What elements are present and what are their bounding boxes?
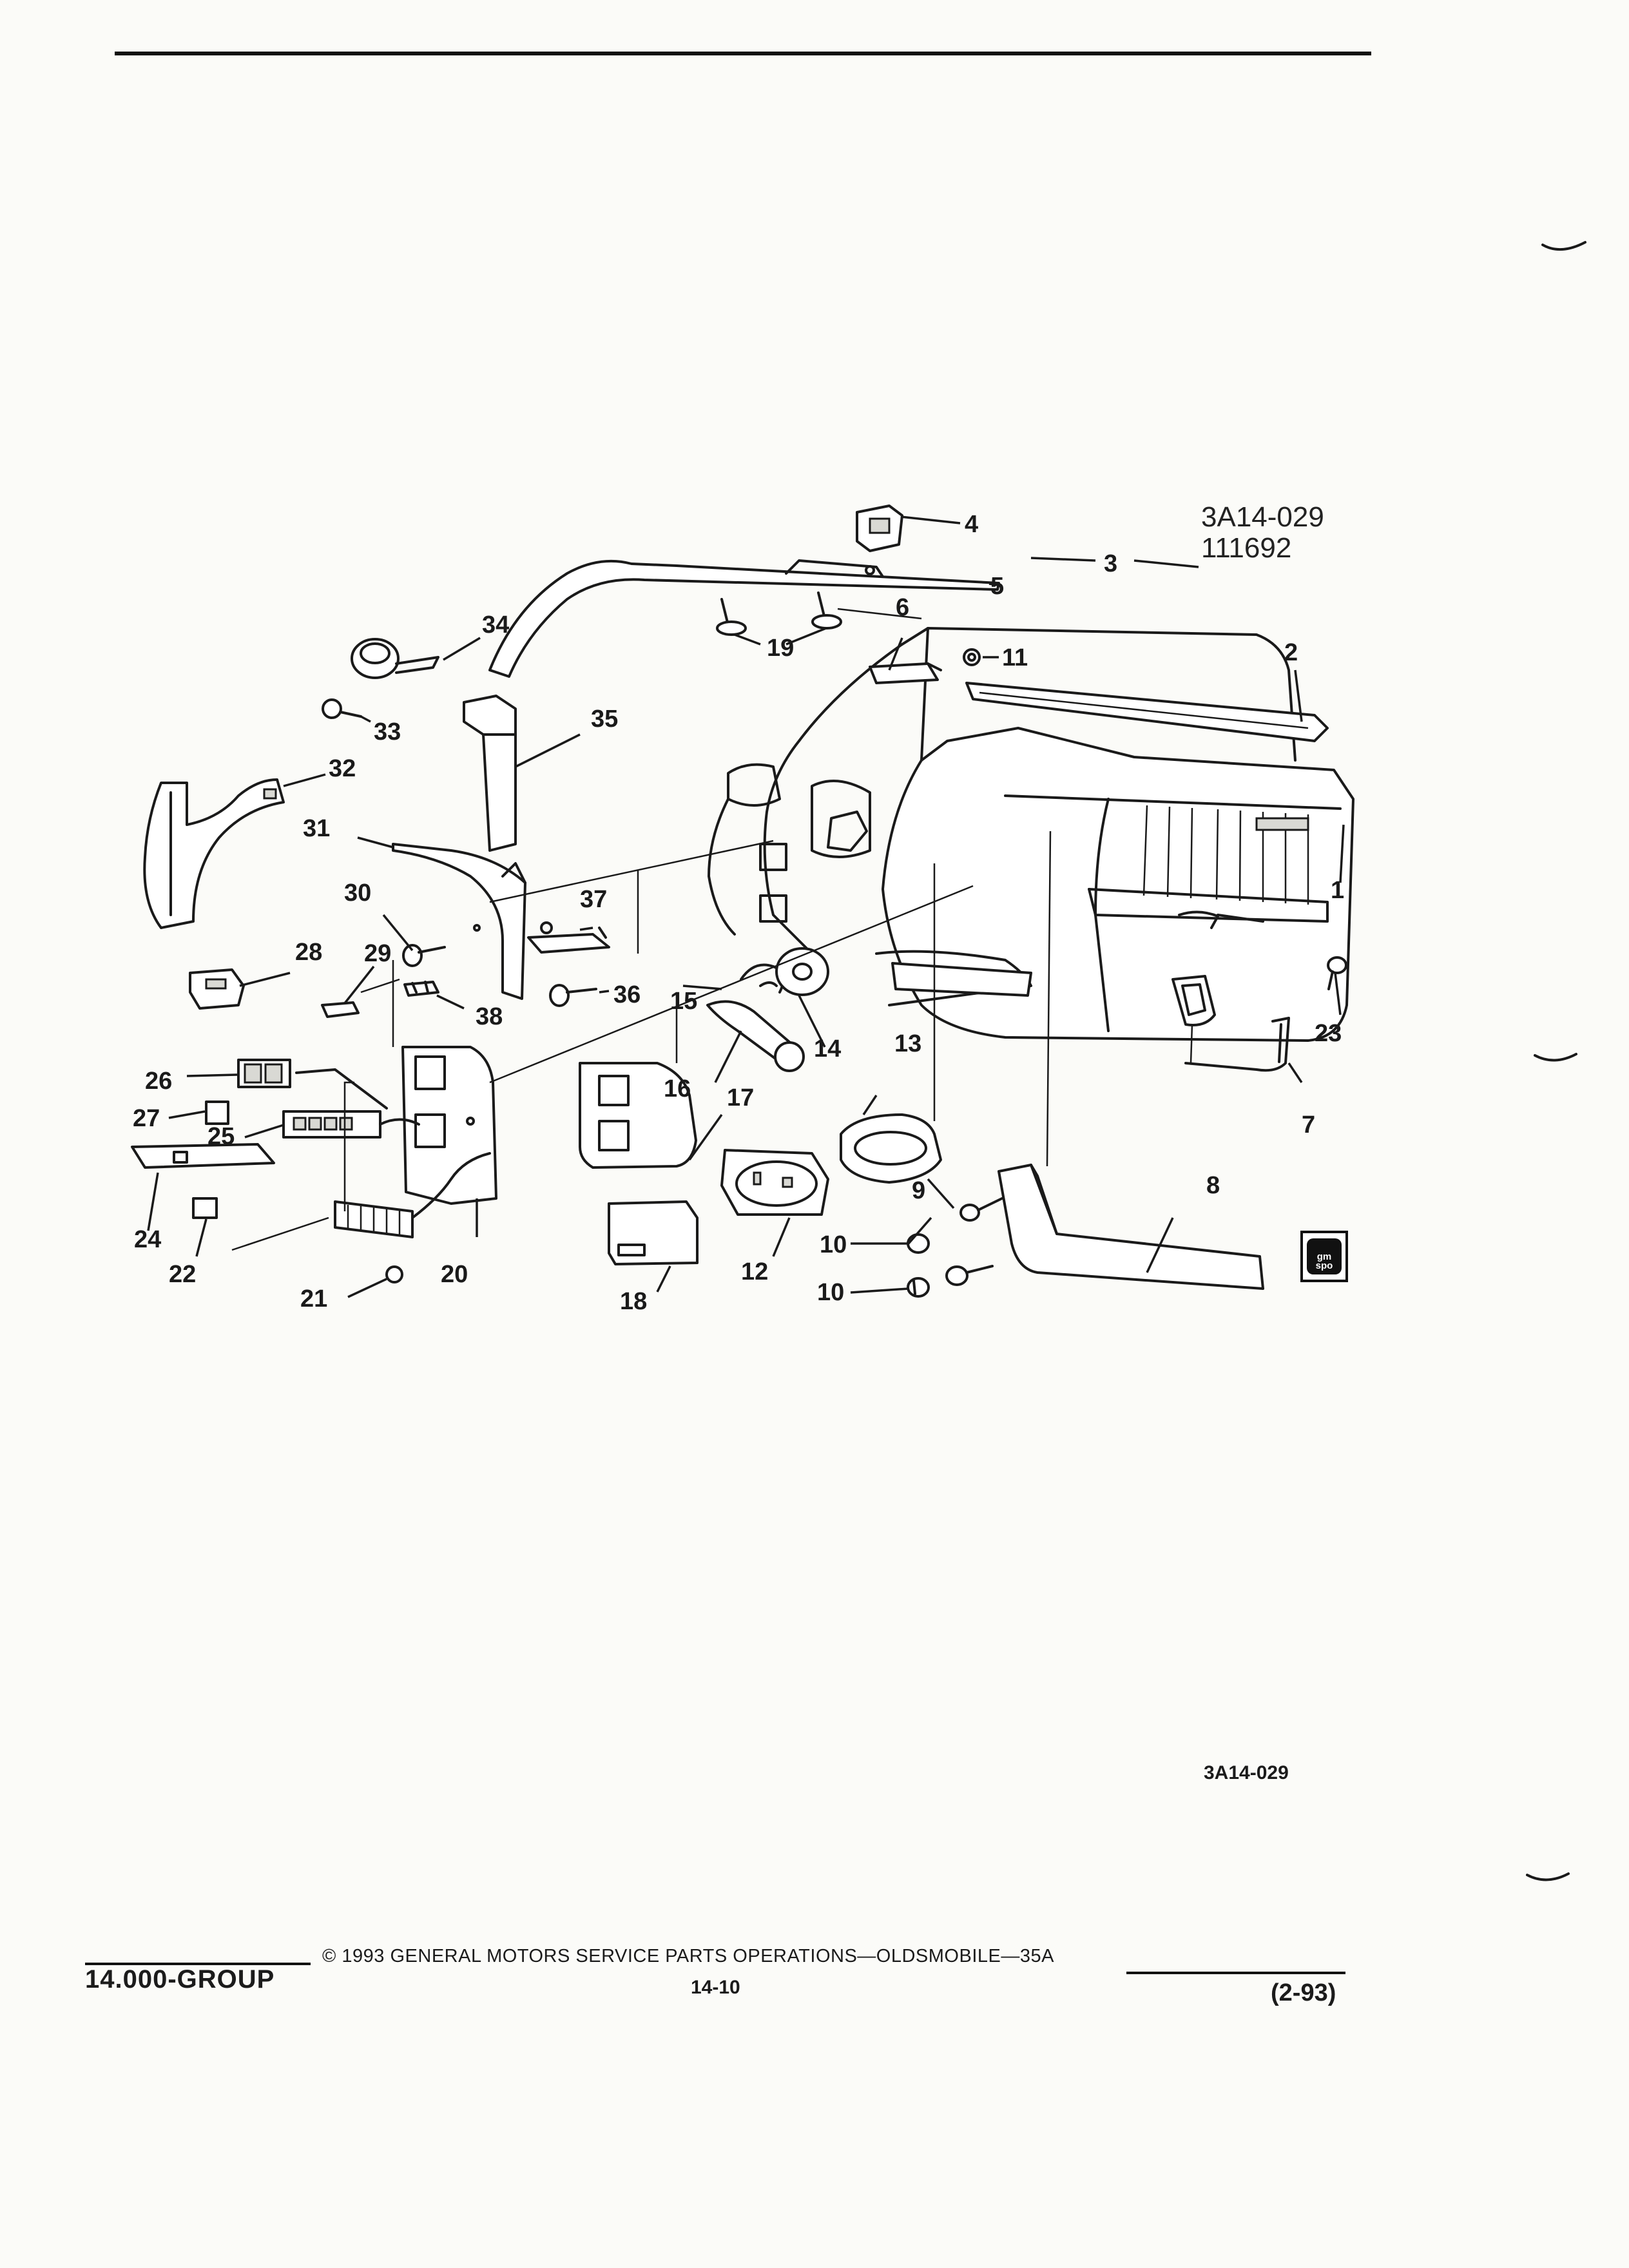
- courtesy-lamp-18: [608, 1200, 699, 1265]
- callout-labels: 4 3 5 19 6 11 2 1 34 33 35 32 31 30 37 2…: [133, 511, 1344, 1315]
- door-trim-panel: [875, 727, 1354, 1042]
- callout-6: 6: [896, 594, 909, 621]
- callout-27: 27: [133, 1105, 160, 1132]
- callout-34: 34: [482, 611, 509, 639]
- callout-35: 35: [591, 706, 618, 733]
- callout-5: 5: [990, 573, 1004, 600]
- screws-19: [716, 591, 842, 636]
- trim-31: [392, 843, 526, 1000]
- fasteners-10: [907, 1233, 930, 1298]
- figure-number: 111692: [1201, 532, 1292, 564]
- callout-18: 18: [620, 1288, 647, 1315]
- callout-21: 21: [300, 1285, 327, 1312]
- callout-4: 4: [965, 511, 978, 538]
- callout-11: 11: [1002, 644, 1028, 671]
- speaker-frame-13: [840, 1113, 942, 1184]
- callout-19: 19: [767, 635, 794, 662]
- callout-8: 8: [1206, 1172, 1220, 1199]
- binder-mark: [1526, 1872, 1570, 1881]
- footer-copyright: © 1993 GENERAL MOTORS SERVICE PARTS OPER…: [322, 1946, 1054, 1966]
- guide-lines: [231, 608, 1052, 1251]
- footer-group: 14.000-GROUP: [85, 1965, 275, 1994]
- callout-29: 29: [364, 940, 391, 967]
- clip-4: [856, 505, 903, 552]
- clip-34: [351, 638, 439, 679]
- armrest-insert: [1171, 975, 1216, 1064]
- harness-25: [282, 1068, 420, 1139]
- callout-10b: 10: [817, 1279, 844, 1306]
- callout-24: 24: [134, 1226, 161, 1253]
- socket-28: [189, 968, 245, 1010]
- callout-9: 9: [912, 1177, 925, 1204]
- kick-panel-32: [143, 778, 285, 929]
- callout-32: 32: [329, 755, 356, 782]
- callout-38: 38: [476, 1003, 503, 1030]
- callout-30: 30: [344, 879, 371, 907]
- window-sealing-strip: [965, 682, 1329, 742]
- switch-22: [192, 1197, 218, 1219]
- callout-1: 1: [1331, 877, 1344, 904]
- callout-36: 36: [613, 981, 641, 1008]
- retainer-7: [1184, 1017, 1290, 1072]
- screw-36: [549, 984, 597, 1007]
- pillar-molding-35: [463, 695, 517, 852]
- callout-12: 12: [741, 1258, 768, 1285]
- clip-38: [403, 981, 439, 997]
- sill-plate-8: [998, 1164, 1264, 1290]
- figure-code: 3A14-029: [1201, 501, 1324, 533]
- switch-26: [237, 1059, 291, 1088]
- callout-13: 13: [894, 1030, 921, 1057]
- footer-rule-left: [85, 1963, 311, 1965]
- callout-31: 31: [303, 815, 330, 842]
- callout-22: 22: [169, 1261, 196, 1288]
- window-handle-16: [706, 1000, 805, 1072]
- binder-mark: [1534, 1053, 1577, 1062]
- callout-15: 15: [670, 988, 697, 1015]
- header-rule: [115, 52, 1371, 55]
- callout-16: 16: [664, 1075, 691, 1102]
- binder-mark: [1541, 241, 1586, 251]
- callout-10a: 10: [820, 1231, 847, 1258]
- callout-14: 14: [814, 1035, 841, 1062]
- callout-26: 26: [145, 1068, 172, 1095]
- callout-28: 28: [295, 939, 322, 966]
- fastener-23: [1327, 956, 1347, 990]
- upper-molding: [488, 559, 1000, 678]
- speaker-12: [720, 1149, 829, 1216]
- footer-page-number: 14-10: [691, 1977, 740, 1998]
- leader-lines: [147, 515, 1345, 1298]
- callout-20: 20: [441, 1261, 468, 1288]
- figure-code-bottom: 3A14-029: [1204, 1762, 1289, 1783]
- nut-11: [963, 648, 981, 666]
- callout-2: 2: [1284, 639, 1298, 666]
- pull-cup-6: [869, 662, 942, 684]
- switch-27: [205, 1100, 229, 1125]
- callout-23: 23: [1315, 1020, 1342, 1047]
- switch-bezel-20: [401, 1046, 497, 1205]
- connector-block: [334, 1152, 491, 1283]
- bracket-37: [527, 921, 610, 954]
- screws-9: [945, 1197, 1003, 1286]
- callout-37: 37: [580, 886, 607, 913]
- screw-33: [322, 698, 362, 719]
- footer-date: (2-93): [1271, 1979, 1336, 2006]
- callout-17: 17: [727, 1084, 754, 1111]
- trim-plate-24: [131, 1143, 275, 1169]
- callout-33: 33: [374, 718, 401, 745]
- clip-29: [321, 1001, 360, 1018]
- callout-25: 25: [207, 1123, 235, 1150]
- screw-30: [402, 944, 446, 967]
- footer-rule-right: [1126, 1972, 1345, 1974]
- inner-door-frame: [708, 627, 1296, 955]
- callout-3: 3: [1104, 550, 1117, 577]
- callout-7: 7: [1302, 1111, 1315, 1139]
